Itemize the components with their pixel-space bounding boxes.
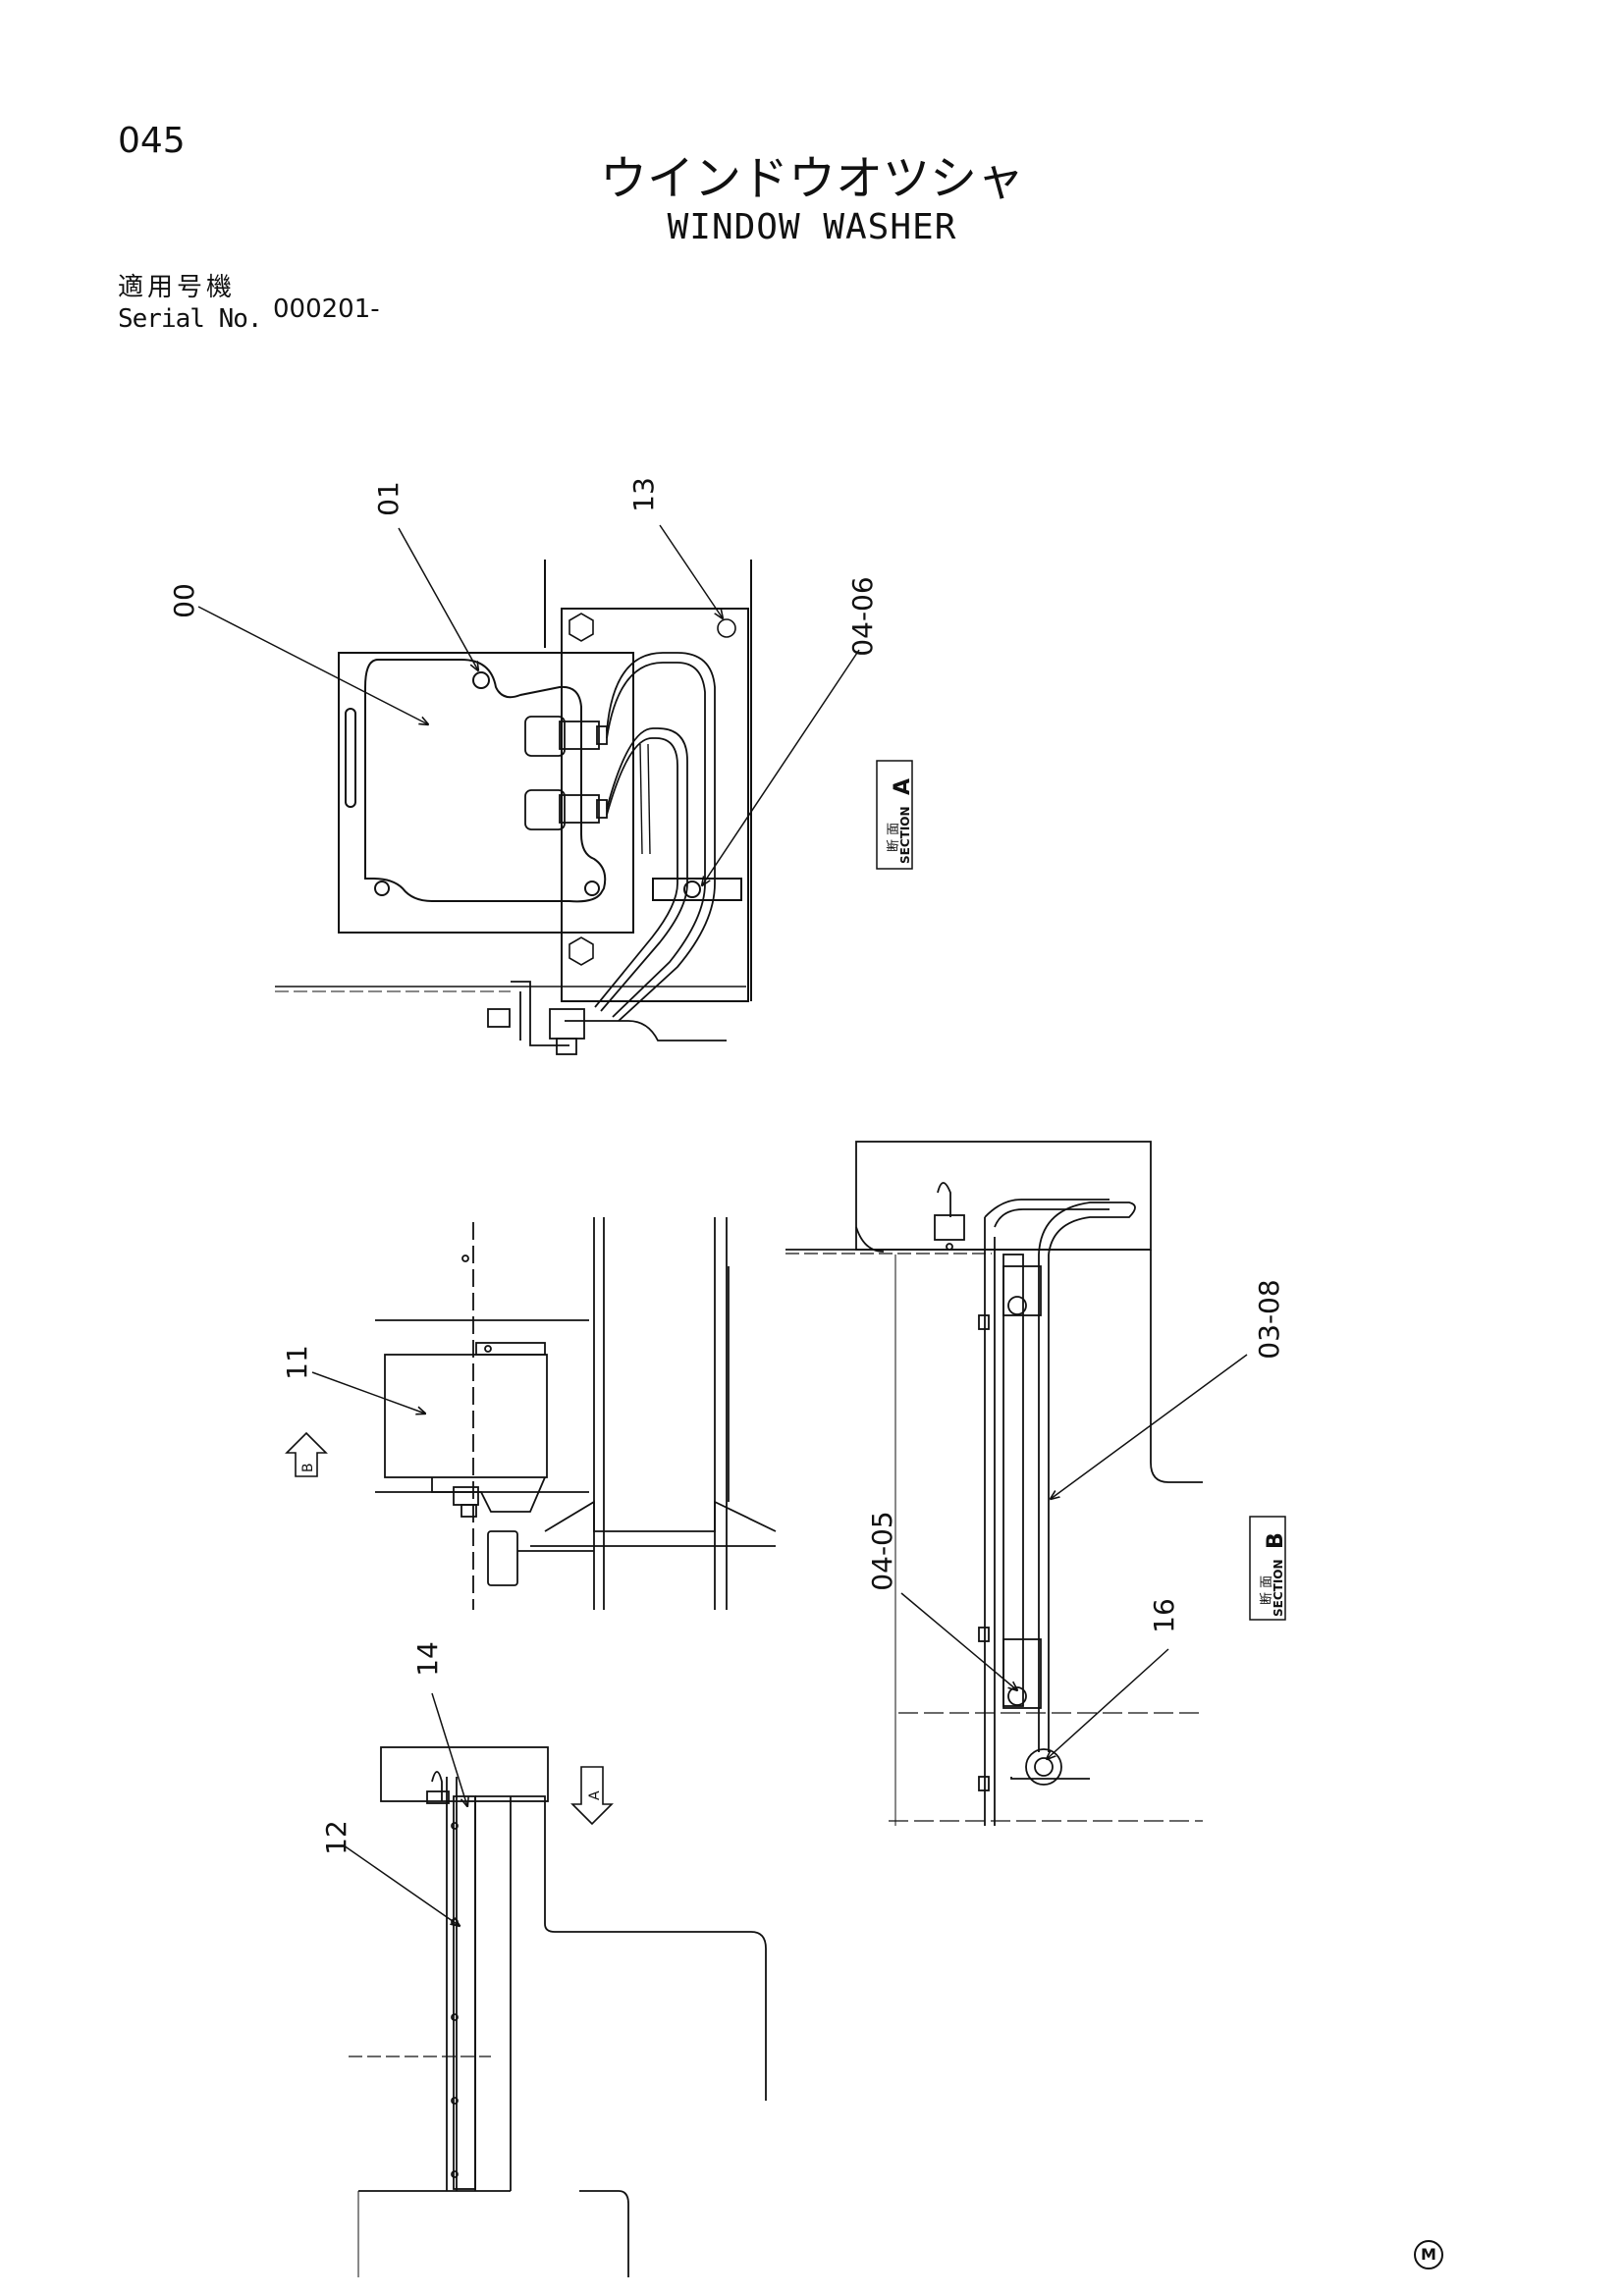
serial-label-japanese: 適用号機 [118,273,237,302]
leader-04-05 [900,1592,1017,1690]
view-arrow-b: B [285,1431,328,1477]
page-number: 045 [118,121,186,161]
section-a-assembly [275,560,752,1055]
callout-00: 00 [168,583,200,618]
callout-03-08: 03-08 [1253,1279,1285,1359]
view-arrow-a-letter: A [587,1790,603,1800]
callout-14: 14 [411,1641,444,1677]
callout-01: 01 [372,481,405,516]
callout-13: 13 [627,477,660,512]
section-a-jp: 断 面 [887,823,901,852]
callout-04-06: 04-06 [846,576,879,656]
tank-mounting-view [375,1217,777,1610]
section-b-assembly [785,1141,1203,1826]
callout-16: 16 [1148,1598,1180,1633]
leader-16 [1047,1648,1169,1759]
callout-11: 11 [281,1345,313,1380]
leader-13 [659,524,723,618]
section-b-letter: B [1264,1532,1288,1549]
section-a-label: 断 面 SECTION A [876,760,915,870]
section-b-en: SECTION [1272,1559,1285,1617]
section-a-letter: A [891,778,915,795]
view-arrow-b-letter: B [300,1463,316,1472]
title-english: WINDOW WASHER [667,207,957,247]
section-a-en: SECTION [898,806,912,864]
leader-14 [431,1692,467,1806]
serial-label-english: Serial No. [118,304,263,334]
leader-01 [398,527,478,670]
callout-04-05: 04-05 [866,1511,898,1590]
callout-12: 12 [320,1820,352,1855]
section-b-label: 断 面 SECTION B [1249,1516,1288,1621]
leader-00 [197,606,428,724]
leader-04-06 [702,649,860,885]
lower-left-view [349,1746,767,2277]
manufacturer-mark: M [1414,2240,1443,2269]
leader-12 [343,1844,460,1926]
serial-number-value: 000201- [273,294,380,324]
section-b-jp: 断 面 [1260,1575,1274,1605]
leader-03-08 [1051,1354,1248,1499]
leader-11 [311,1371,425,1414]
title-japanese: ウインドウオツシャ [599,151,1024,206]
view-arrow-a: A [570,1766,614,1826]
